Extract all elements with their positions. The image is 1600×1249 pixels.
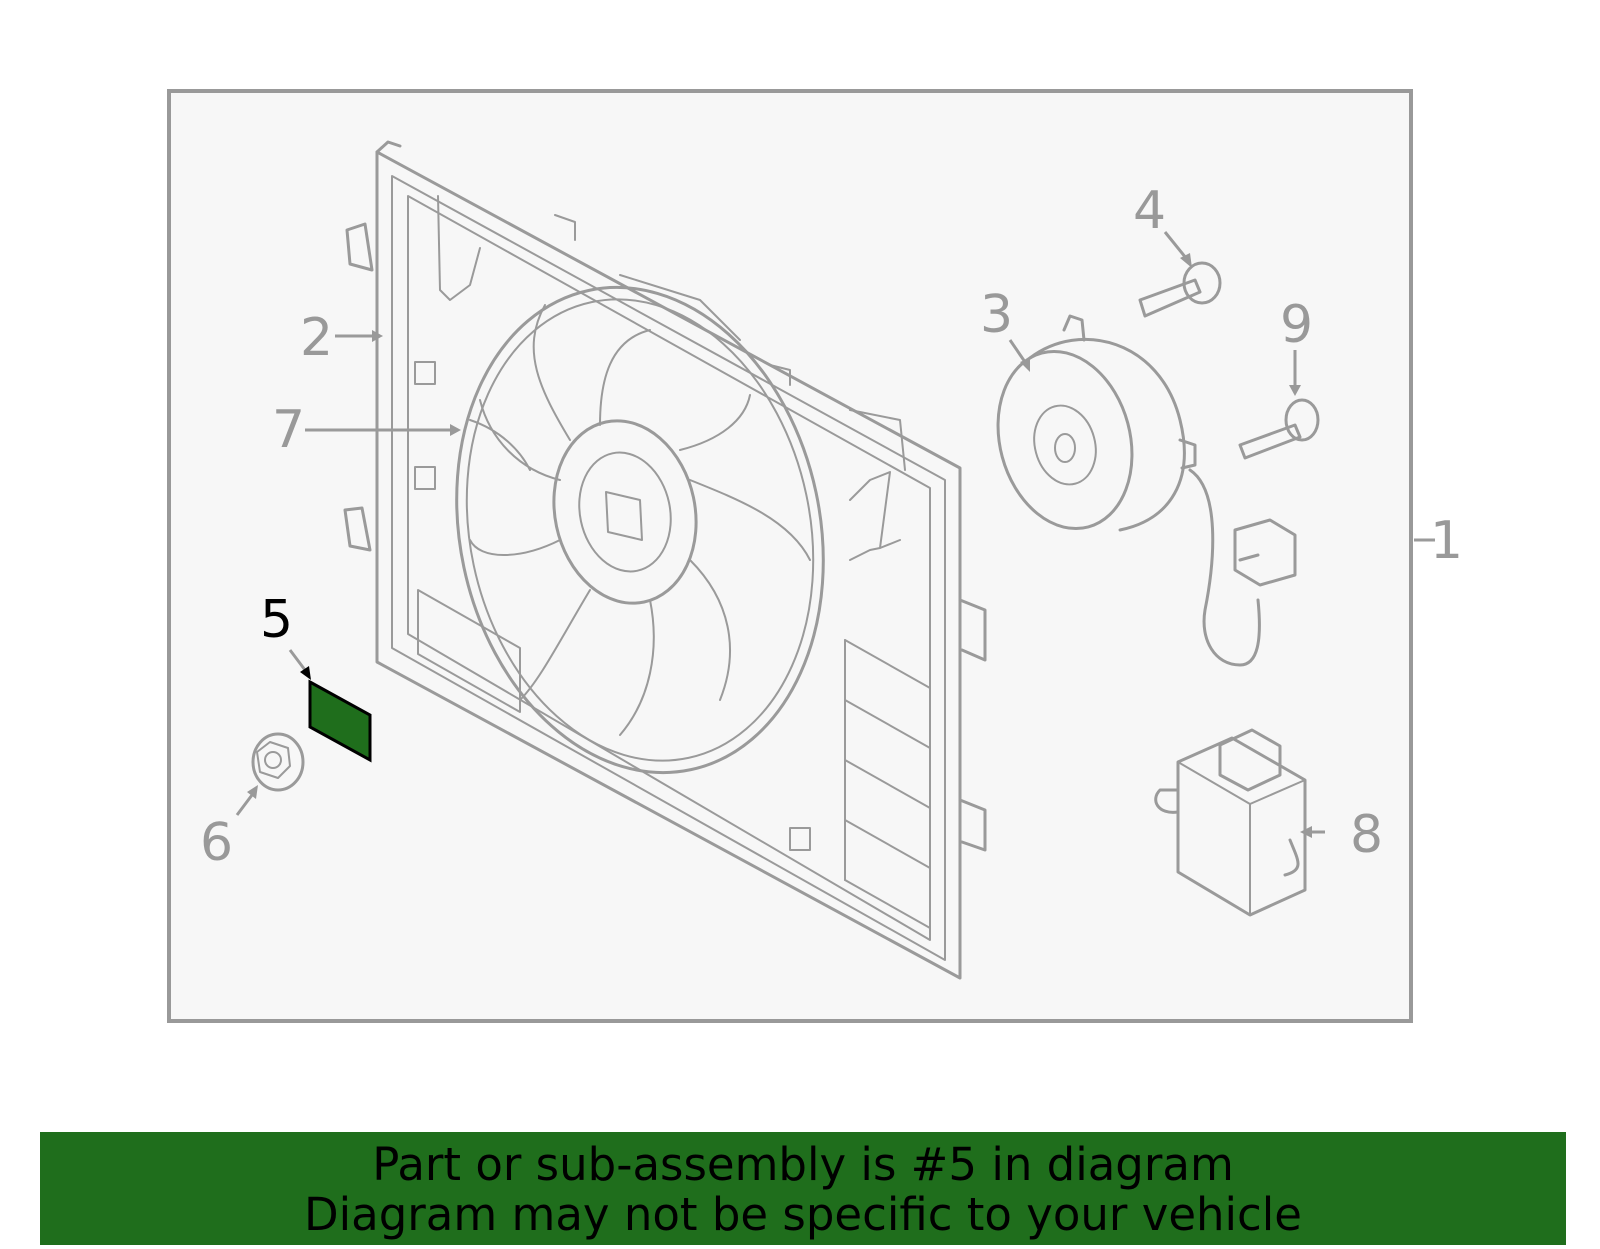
nut-6: [251, 732, 305, 792]
banner-line-1: Part or sub-assembly is #5 in diagram: [372, 1138, 1234, 1191]
callout-9: 9: [1280, 295, 1313, 355]
fan: [455, 285, 825, 775]
bolt-9: [1238, 398, 1320, 460]
leader-lines: [235, 231, 1435, 838]
callout-7: 7: [272, 400, 305, 460]
callout-4: 4: [1133, 181, 1166, 241]
control-module: [1154, 728, 1307, 917]
callout-1: 1: [1430, 511, 1463, 571]
callout-3: 3: [980, 285, 1013, 345]
assembly-box: [167, 89, 1413, 1023]
callout-6: 6: [200, 813, 233, 873]
callout-5: 5: [260, 590, 293, 650]
info-banner: Part or sub-assembly is #5 in diagram Di…: [40, 1132, 1566, 1245]
parts-diagram: 1 2 3 4 5 6 7 8 9: [167, 89, 1463, 1023]
callout-8: 8: [1350, 805, 1383, 865]
callout-2: 2: [300, 308, 333, 368]
bolt-4: [1138, 261, 1222, 318]
fan-motor: [996, 314, 1297, 667]
fan-shroud: [343, 140, 987, 980]
highlighted-part-5: [308, 679, 372, 763]
banner-line-2: Diagram may not be specific to your vehi…: [304, 1188, 1302, 1241]
